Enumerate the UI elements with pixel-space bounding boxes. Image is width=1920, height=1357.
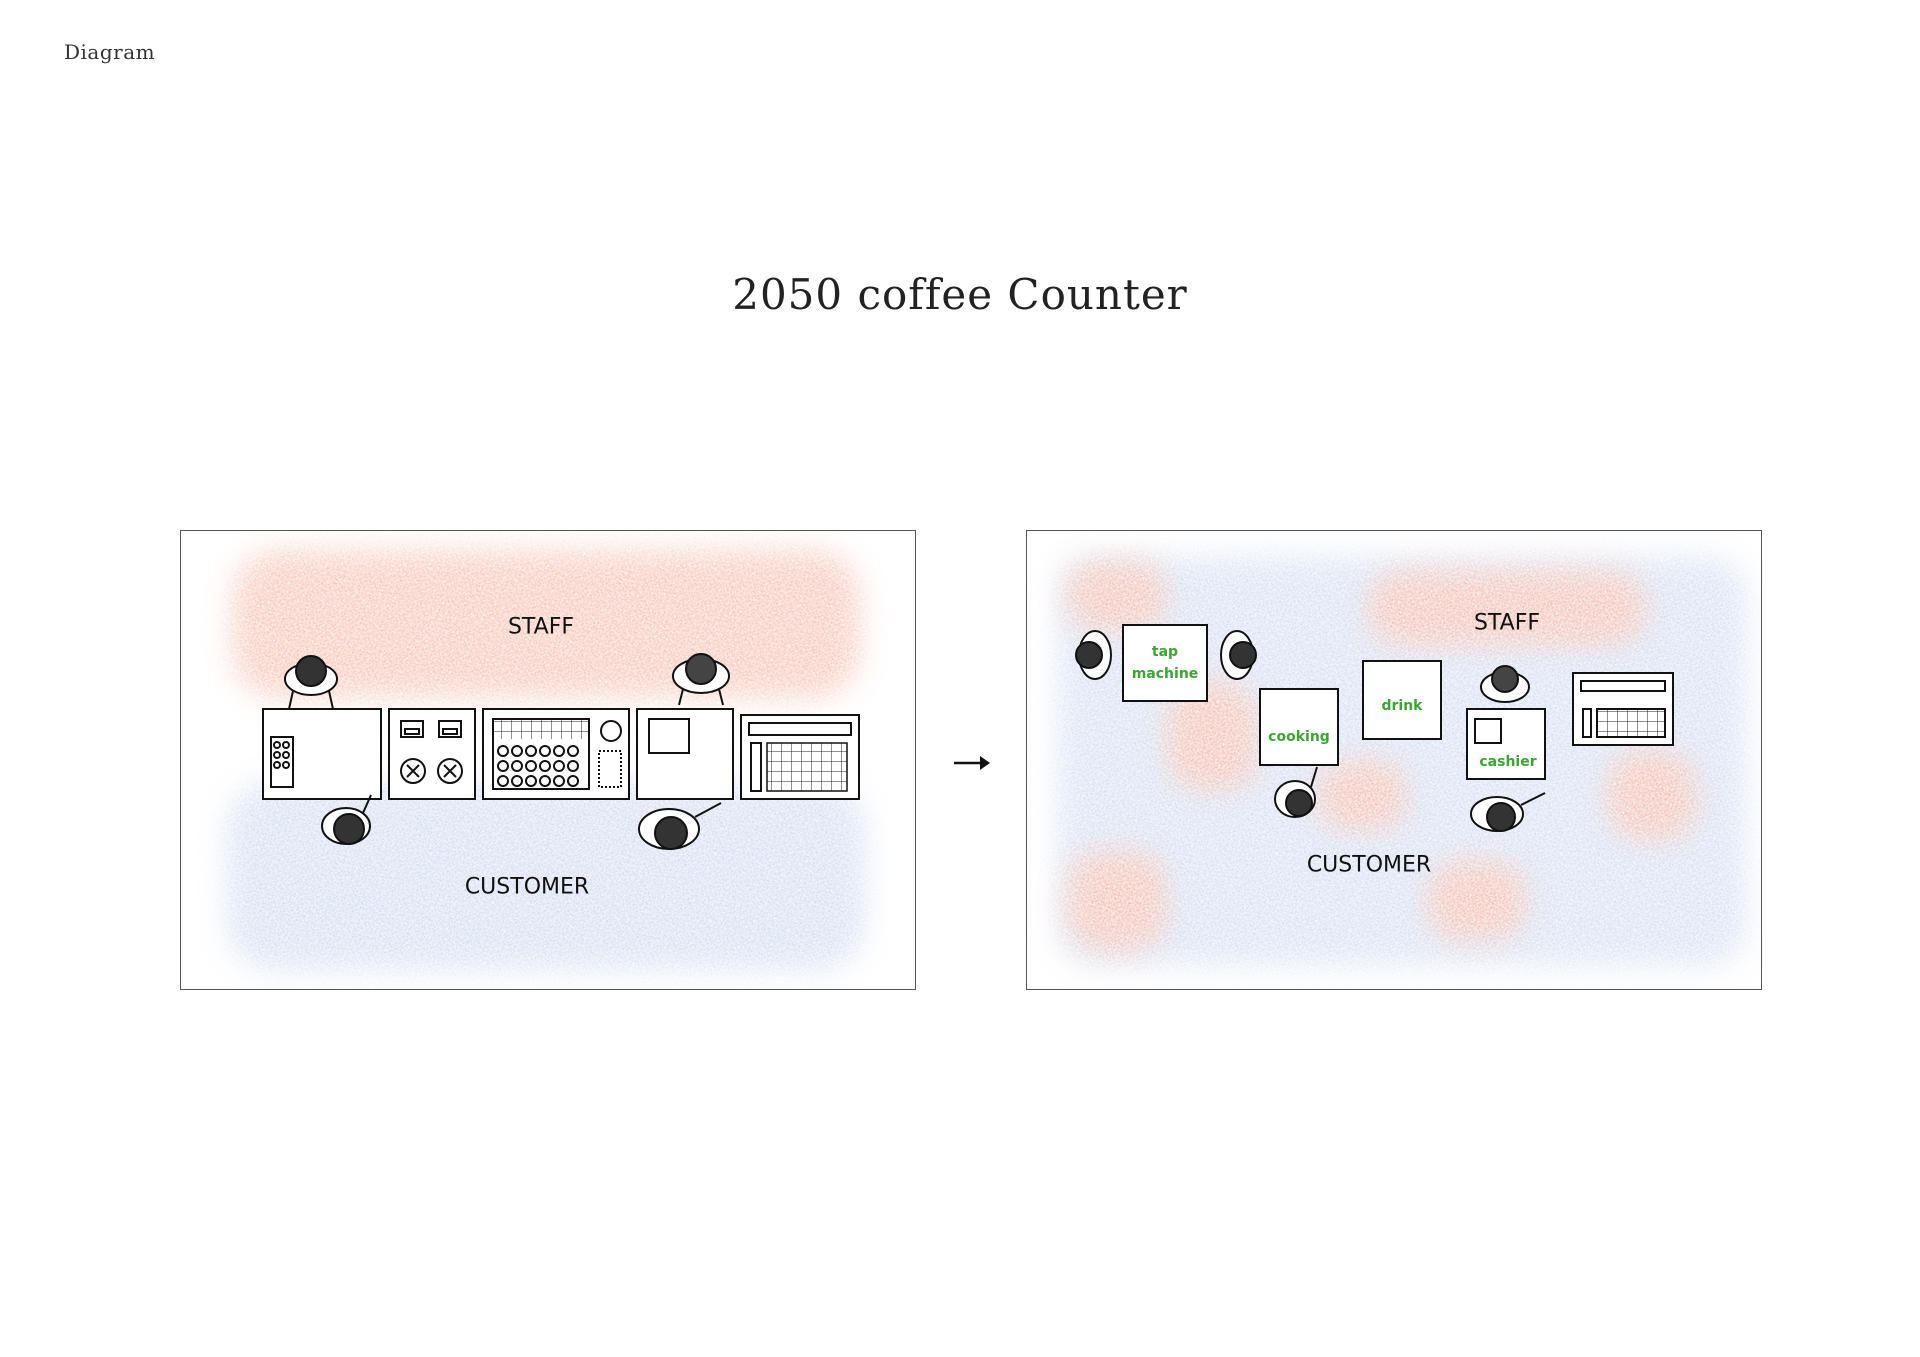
- customer-zone-label: CUSTOMER: [1306, 852, 1432, 878]
- customer-zone-label: CUSTOMER: [464, 874, 590, 900]
- customer-person-cooking: [1274, 766, 1318, 818]
- current-counter-panel: STAFF CUSTOMER: [180, 530, 916, 990]
- staff-zone-label: STAFF: [507, 614, 575, 640]
- staff-figures: [1075, 630, 1530, 703]
- staff-person-tap-right: [1220, 630, 1257, 680]
- staff-person-2: [672, 653, 730, 706]
- future-counter-drawing: [1057, 556, 1747, 966]
- right-arrow-icon: [954, 756, 990, 770]
- counter-modules: [262, 708, 860, 800]
- pastry-grid: [497, 745, 579, 787]
- customer-zone-shading: [226, 781, 866, 971]
- staff-figures: [284, 653, 730, 710]
- staff-zone-label: STAFF: [1473, 610, 1541, 636]
- customer-person-2: [638, 802, 722, 850]
- staff-person-1: [284, 655, 338, 710]
- drink-station: [1362, 660, 1442, 740]
- customer-figures: [321, 794, 722, 850]
- customer-person-cashier: [1470, 792, 1546, 832]
- cashier-label: cashier: [1479, 754, 1537, 770]
- staff-person-cashier: [1480, 665, 1530, 703]
- cooking-label: cooking: [1268, 729, 1330, 745]
- future-counter-panel: STAFF CUSTOMER tap machine cooking drink…: [1026, 530, 1762, 990]
- tap-machine-label: tap machine: [1132, 641, 1199, 685]
- staff-zone-shading: [1067, 561, 1697, 951]
- tap-machine-label-line2: machine: [1131, 666, 1199, 682]
- station-boxes: [1122, 624, 1674, 780]
- section-label: Diagram: [64, 40, 156, 64]
- drink-label: drink: [1381, 698, 1423, 714]
- tap-machine-station: [1122, 624, 1208, 702]
- page-title: 2050 coffee Counter: [732, 270, 1188, 319]
- staff-person-tap-left: [1075, 630, 1112, 680]
- customer-figures: [1274, 766, 1546, 832]
- customer-person-1: [321, 794, 372, 845]
- zone-shading: [1057, 556, 1747, 966]
- cooking-station: [1259, 688, 1339, 766]
- current-counter-drawing: [226, 549, 866, 971]
- tap-machine-label-line1: tap: [1151, 644, 1179, 660]
